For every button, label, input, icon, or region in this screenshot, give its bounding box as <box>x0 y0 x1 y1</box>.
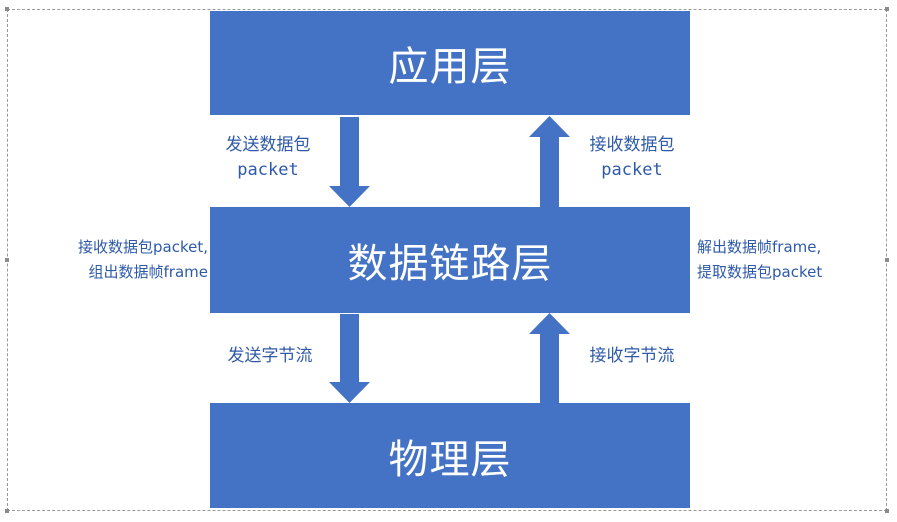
application-layer-label: 应用层 <box>388 44 512 90</box>
data-link-layer-box: 数据链路层 <box>210 207 690 313</box>
send-packet-label: 发送数据包 packet <box>212 133 324 183</box>
resize-handle-bottom-right[interactable] <box>885 509 889 513</box>
resize-handle-top-right[interactable] <box>885 7 889 11</box>
right-note-line1: 解出数据帧frame, <box>697 238 822 256</box>
resize-handle-middle-left[interactable] <box>5 258 9 262</box>
physical-layer-label: 物理层 <box>388 436 512 483</box>
send-bytes-label: 发送字节流 <box>212 344 328 369</box>
data-link-layer-label: 数据链路层 <box>347 241 553 287</box>
application-layer-box: 应用层 <box>210 11 690 115</box>
left-note-line1: 接收数据包packet, <box>78 238 208 256</box>
right-note: 解出数据帧frame, 提取数据包packet <box>697 235 887 285</box>
send-packet-label-line1: 发送数据包 <box>225 135 311 155</box>
send-bytes-down-arrow <box>329 314 370 403</box>
receive-bytes-label: 接收字节流 <box>574 344 690 369</box>
receive-packet-label-line2: packet <box>601 160 663 180</box>
send-bytes-label-line1: 发送字节流 <box>227 346 313 366</box>
resize-handle-top-left[interactable] <box>5 7 9 11</box>
send-packet-down-arrow <box>329 117 370 207</box>
physical-layer-box: 物理层 <box>210 403 690 508</box>
send-packet-label-line2: packet <box>237 160 299 180</box>
receive-packet-label: 接收数据包 packet <box>576 133 688 183</box>
left-note-line2: 组出数据帧frame <box>88 263 208 281</box>
resize-handle-bottom-left[interactable] <box>5 509 9 513</box>
left-note: 接收数据包packet, 组出数据帧frame <box>20 235 208 285</box>
receive-bytes-label-line1: 接收字节流 <box>589 346 675 366</box>
resize-handle-middle-right[interactable] <box>885 258 889 262</box>
receive-packet-up-arrow <box>529 116 570 207</box>
receive-bytes-up-arrow <box>529 313 570 403</box>
right-note-line2: 提取数据包packet <box>697 263 823 281</box>
receive-packet-label-line1: 接收数据包 <box>589 135 675 155</box>
